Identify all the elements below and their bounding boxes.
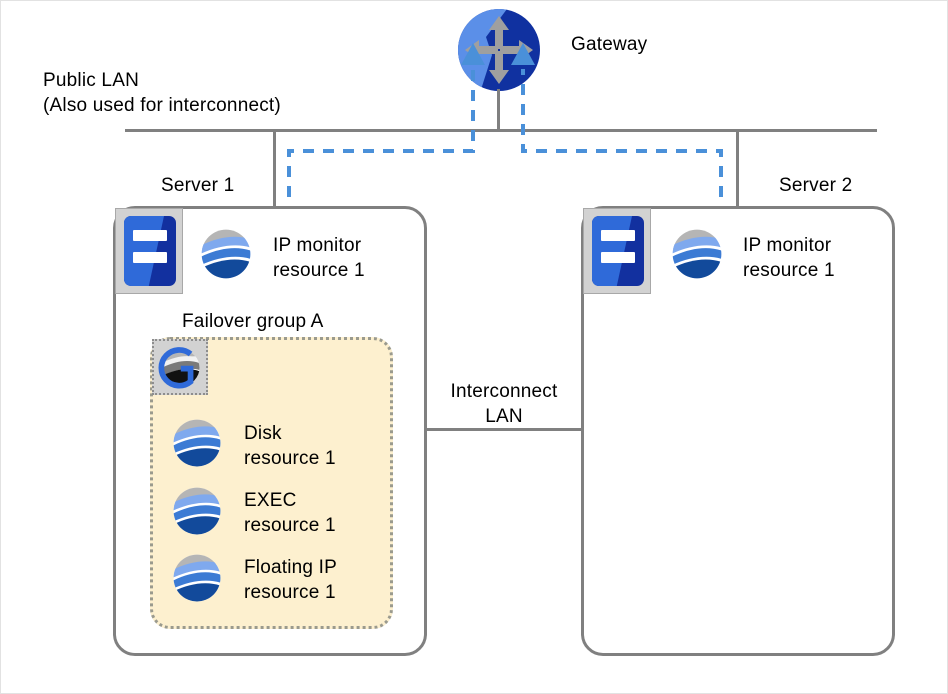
interconnect-lan-label-line2: LAN <box>485 406 523 427</box>
failover-group-label: Failover group A <box>182 311 324 332</box>
server-2-label: Server 2 <box>779 175 853 196</box>
public-lan-bus-line <box>125 129 877 132</box>
server-2-ip-monitor-label-line1: IP monitor <box>743 235 832 256</box>
server-1-ip-monitor-label-line2: resource 1 <box>273 260 365 281</box>
server-1-icon-bar-top <box>133 230 167 241</box>
server-1-icon-bar-bottom <box>133 252 167 263</box>
failover-group-icon <box>152 339 208 395</box>
gateway-stem-line <box>497 89 500 131</box>
public-lan-label-line2: (Also used for interconnect) <box>43 95 281 116</box>
server-2-icon-bar-top <box>601 230 635 241</box>
server-2-icon <box>583 208 651 294</box>
gateway-label: Gateway <box>571 34 648 55</box>
exec-resource-label-line2: resource 1 <box>244 515 336 536</box>
public-lan-drop-server1 <box>273 129 276 207</box>
floating-ip-resource-icon <box>172 553 222 603</box>
server-1-icon-body <box>124 216 176 286</box>
disk-resource-icon <box>172 418 222 468</box>
disk-resource-label-line1: Disk <box>244 423 282 444</box>
interconnect-lan-label-line1: Interconnect <box>450 381 558 402</box>
public-lan-drop-server2 <box>736 129 739 207</box>
server-2-icon-bar-bottom <box>601 252 635 263</box>
public-lan-label-line1: Public LAN <box>43 70 139 91</box>
server-1-ip-monitor-resource-icon <box>200 228 252 280</box>
ip-monitor-path-server2 <box>509 37 739 217</box>
floating-ip-resource-label-line1: Floating IP <box>244 557 338 578</box>
disk-resource-label-line2: resource 1 <box>244 448 336 469</box>
server-1-ip-monitor-label-line1: IP monitor <box>273 235 362 256</box>
server-2-ip-monitor-label-line2: resource 1 <box>743 260 835 281</box>
ip-monitor-path-server1 <box>271 37 501 217</box>
server-1-label: Server 1 <box>161 175 235 196</box>
server-2-ip-monitor-resource-icon <box>671 228 723 280</box>
floating-ip-resource-label-line2: resource 1 <box>244 582 336 603</box>
exec-resource-label-line1: EXEC <box>244 490 297 511</box>
interconnect-lan-line <box>425 428 583 431</box>
exec-resource-icon <box>172 486 222 536</box>
server-2-icon-body <box>592 216 644 286</box>
server-1-icon <box>115 208 183 294</box>
